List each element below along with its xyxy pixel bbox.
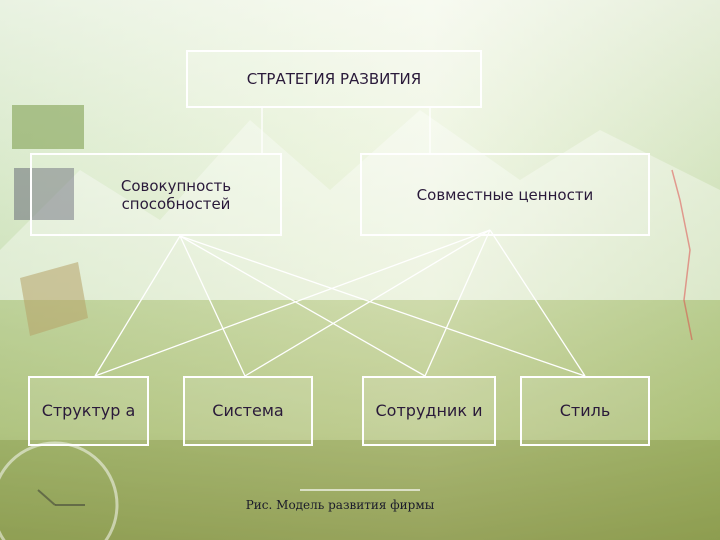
system-box: Система [183,376,313,446]
structure-label: Структур а [41,401,136,421]
shared-values-box: Совместные ценности [360,153,650,236]
employees-box: Сотрудник и [362,376,496,446]
system-label: Система [212,401,284,421]
style-box: Стиль [520,376,650,446]
figure-caption: Рис. Модель развития фирмы [245,498,435,512]
strategy-title: СТРАТЕГИЯ РАЗВИТИЯ [246,70,422,88]
shared-values-label: Совместные ценности [416,185,594,204]
abilities-label: Совокупность способностей [120,176,232,213]
strategy-title-box: СТРАТЕГИЯ РАЗВИТИЯ [186,50,482,108]
style-label: Стиль [559,401,611,421]
structure-box: Структур а [28,376,149,446]
abilities-box: Совокупность способностей [30,153,282,236]
employees-label: Сотрудник и [375,401,483,421]
